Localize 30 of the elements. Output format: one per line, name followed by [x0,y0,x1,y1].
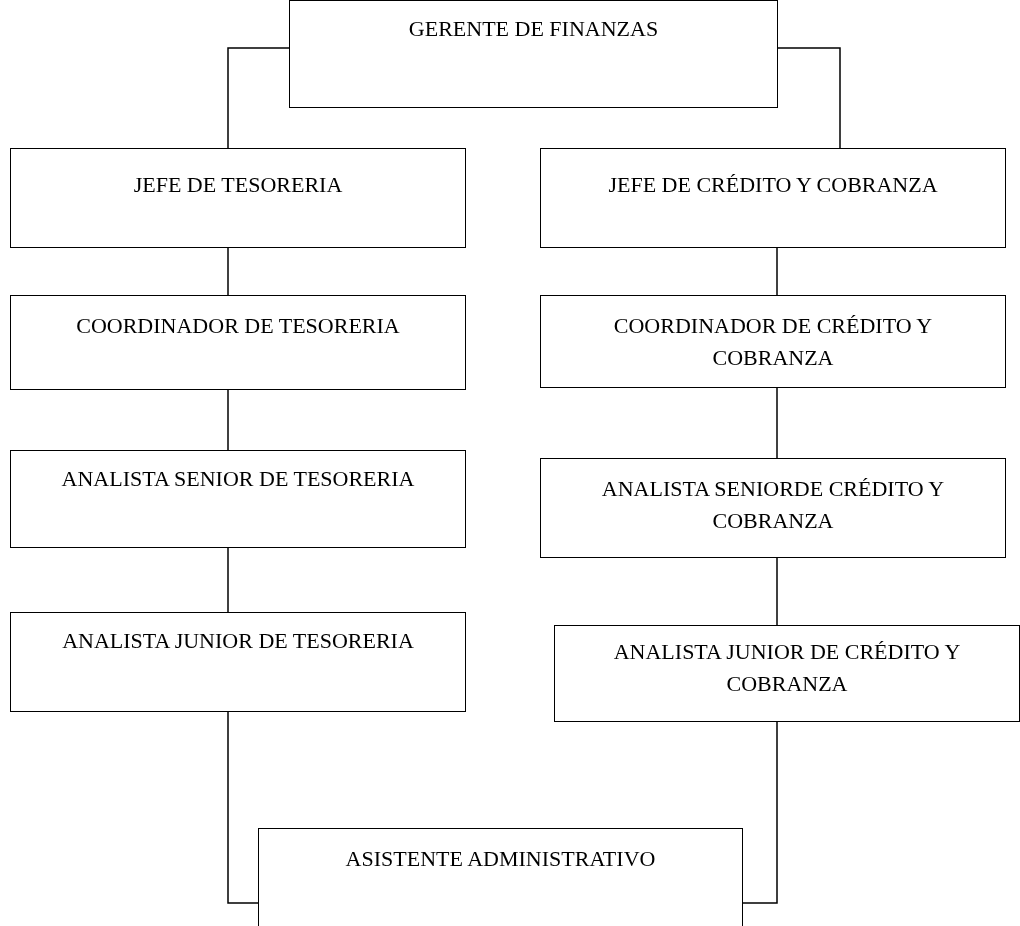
position-title: ANALISTA JUNIOR DE CRÉDITO Y COBRANZA [612,638,962,698]
position-title: ANALISTA SENIOR DE TESORERIA [60,465,416,493]
position-title: ANALISTA SENIORDE CRÉDITO Y COBRANZA [600,475,946,535]
position-box [10,295,466,390]
position-title: GERENTE DE FINANZAS [407,15,660,43]
connector-line [777,47,841,149]
connector-line [227,247,229,296]
position-box [540,458,1006,558]
connector-line [227,711,259,904]
position-box [258,828,743,926]
connector-line [776,557,778,626]
position-box [540,295,1006,388]
connector-line [227,389,229,451]
position-title: COORDINADOR DE TESORERIA [75,312,401,340]
connector-line [227,47,290,149]
position-title: COORDINADOR DE CRÉDITO Y COBRANZA [612,312,934,372]
position-box [10,612,466,712]
connector-line [776,387,778,459]
position-box [10,148,466,248]
position-box [289,0,778,108]
position-title: JEFE DE TESORERIA [132,171,344,199]
position-box [554,625,1020,722]
position-title: ASISTENTE ADMINISTRATIVO [344,845,657,873]
connector-line [776,247,778,296]
position-title: JEFE DE CRÉDITO Y COBRANZA [607,171,939,199]
position-title: ANALISTA JUNIOR DE TESORERIA [61,627,415,655]
connector-line [742,721,778,904]
position-box [10,450,466,548]
position-box [540,148,1006,248]
connector-line [227,547,229,613]
